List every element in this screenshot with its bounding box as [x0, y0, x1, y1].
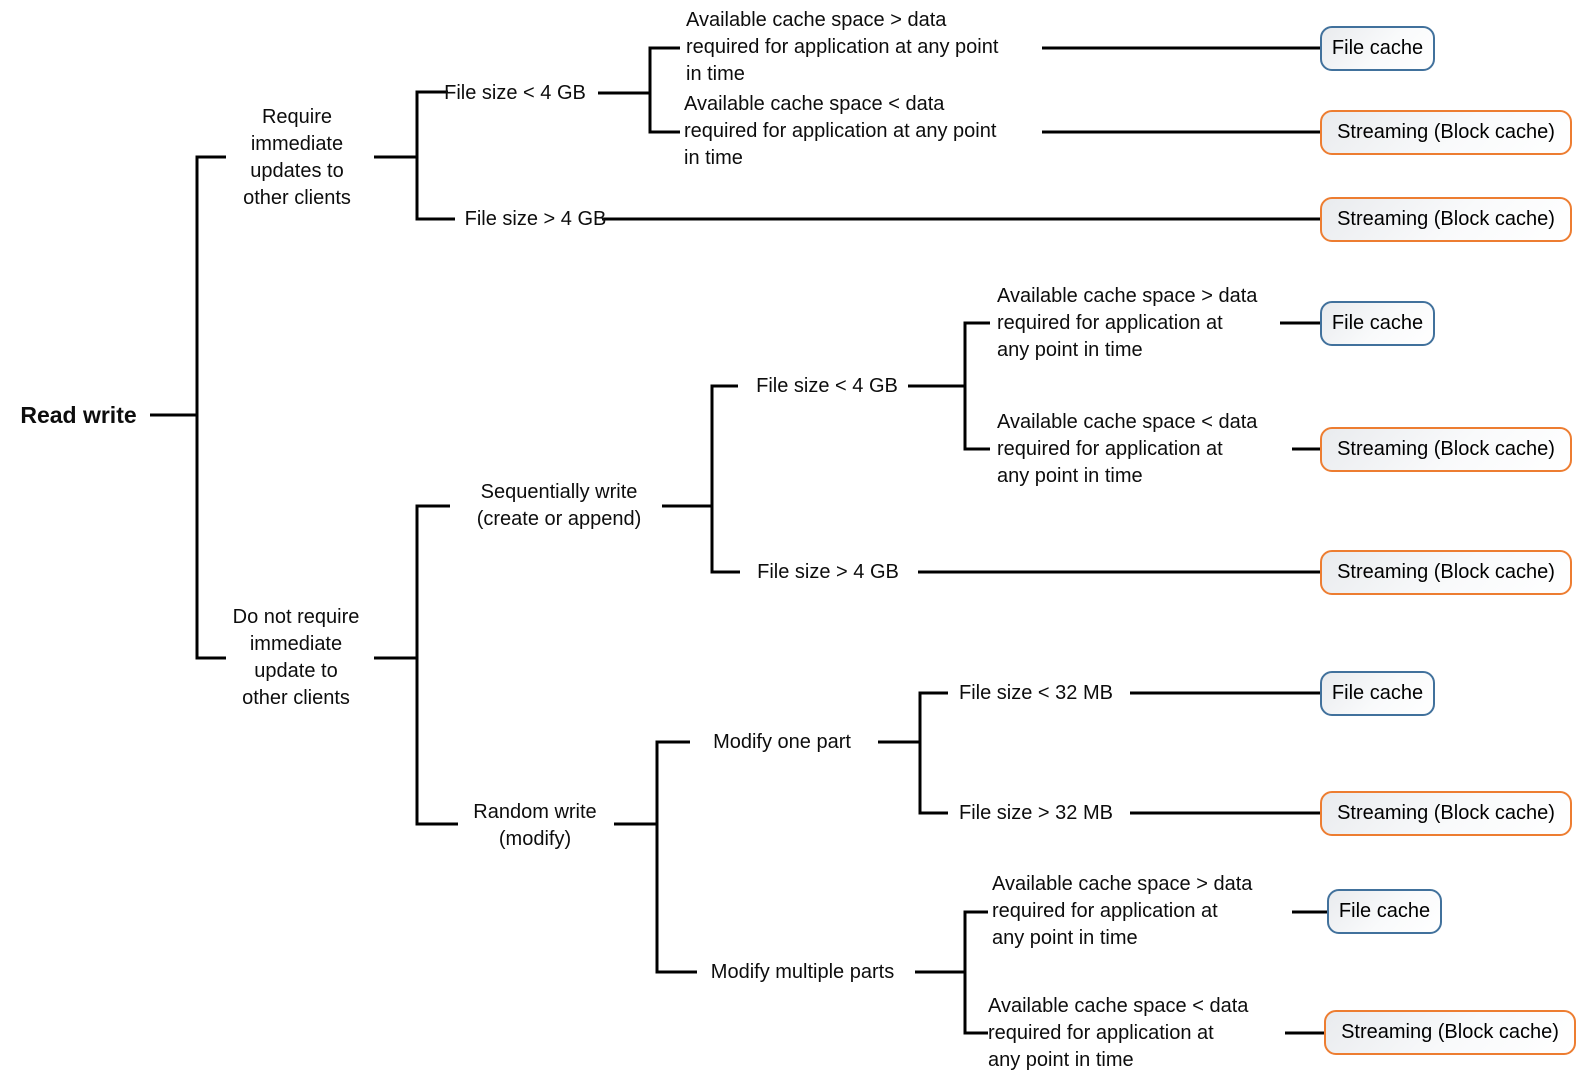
decision-file-size-lt-4gb-a-label: File size < 4 GB [444, 82, 586, 104]
outcome-box-streaming: Streaming (Block cache) [1320, 791, 1572, 836]
condition-cache-gt-data-a-label: Available cache space > data required fo… [686, 9, 999, 85]
condition-cache-gt-data-b-label: Available cache space > data required fo… [997, 285, 1258, 361]
branch-random-write-label: Random write (modify) [473, 801, 597, 850]
condition-cache-lt-data-b-label: Available cache space < data required fo… [997, 411, 1258, 487]
outcome-box-file-cache: File cache [1320, 26, 1435, 71]
condition-cache-lt-data-a-label: Available cache space < data required fo… [684, 93, 997, 169]
outcome-box-file-cache: File cache [1327, 889, 1442, 934]
outcome-box-streaming: Streaming (Block cache) [1320, 110, 1572, 155]
branch-sequentially-write-label: Sequentially write (create or append) [476, 481, 642, 530]
decision-file-size-lt-32mb-label: File size < 32 MB [959, 682, 1113, 704]
outcome-box-streaming: Streaming (Block cache) [1320, 427, 1572, 472]
outcome-box-file-cache: File cache [1320, 671, 1435, 716]
decision-modify-multiple-parts-label: Modify multiple parts [710, 961, 895, 983]
branch-do-not-require-label: Do not require immediate update to other… [232, 606, 360, 709]
decision-file-size-gt-4gb-b-label: File size > 4 GB [757, 561, 899, 583]
outcome-box-file-cache: File cache [1320, 301, 1435, 346]
condition-cache-gt-data-c-label: Available cache space > data required fo… [992, 873, 1253, 949]
branch-require-immediate-label: Require immediate updates to other clien… [243, 106, 351, 209]
outcome-box-streaming: Streaming (Block cache) [1324, 1010, 1576, 1055]
root-node-label: Read write [20, 402, 137, 428]
outcome-box-streaming: Streaming (Block cache) [1320, 197, 1572, 242]
decision-file-size-gt-4gb-a-label: File size > 4 GB [464, 208, 607, 230]
decision-file-size-gt-32mb-label: File size > 32 MB [959, 802, 1113, 824]
decision-file-size-lt-4gb-b-label: File size < 4 GB [756, 375, 898, 397]
condition-cache-lt-data-c-label: Available cache space < data required fo… [988, 995, 1249, 1071]
decision-modify-one-part-label: Modify one part [713, 731, 851, 753]
outcome-box-streaming: Streaming (Block cache) [1320, 550, 1572, 595]
